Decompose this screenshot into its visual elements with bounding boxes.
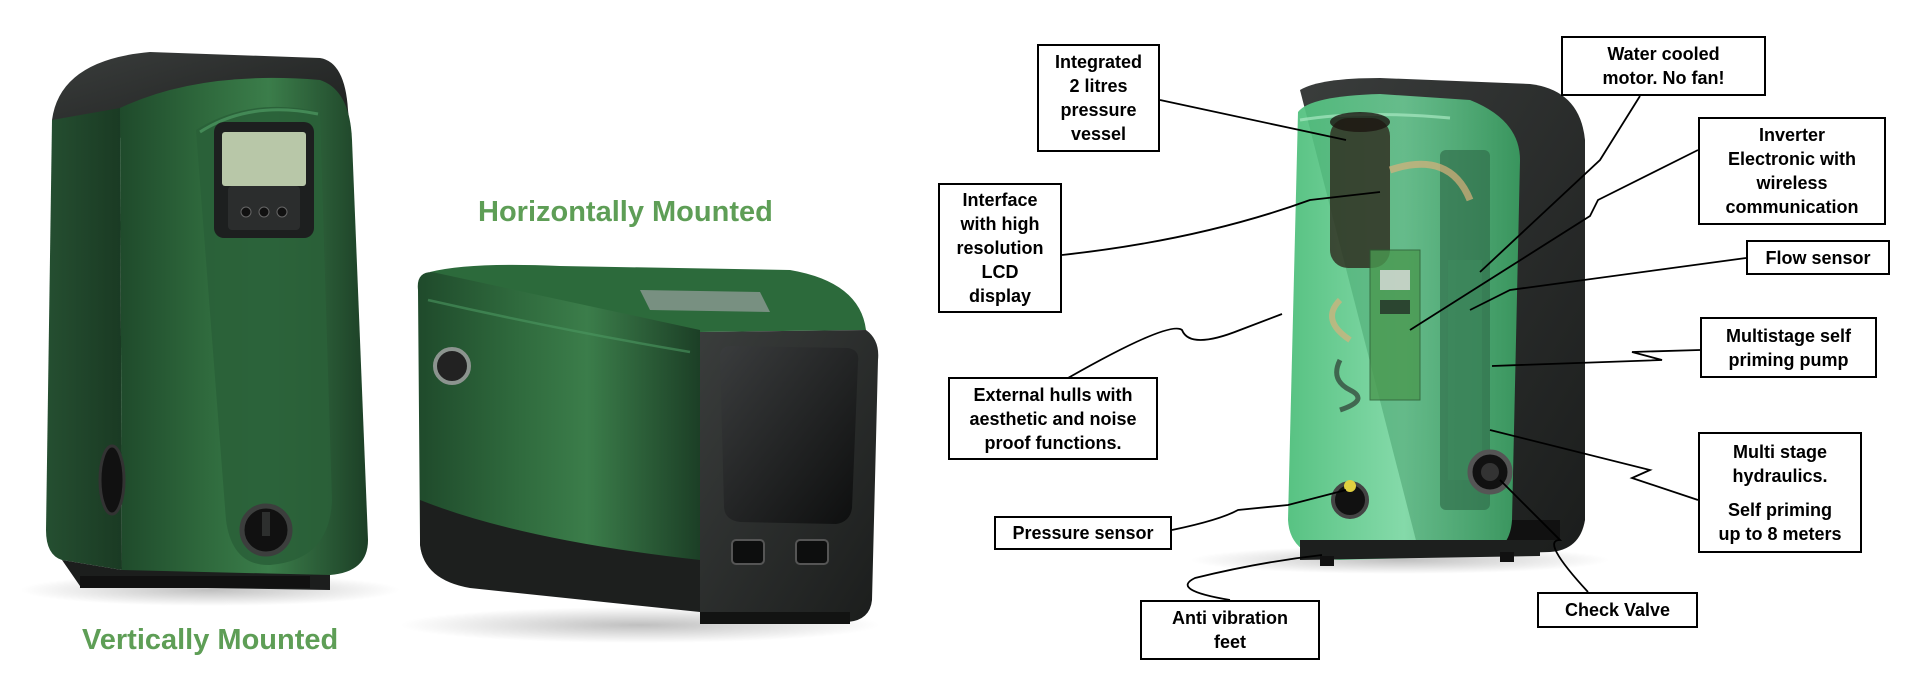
callout-multistage-pump-text: Multistage self priming pump <box>1725 325 1852 370</box>
callout-flow-sensor-text: Flow sensor <box>1765 247 1871 268</box>
callout-pressure-vessel-text: Integrated 2 litres pressure vessel <box>1054 52 1142 144</box>
leader-interface <box>1061 191 1381 256</box>
callout-inverter-electronic: Inverter Electronic with wireless commun… <box>1698 117 1886 225</box>
callout-check-valve-text: Check Valve <box>1564 600 1671 620</box>
leader-flow <box>1469 257 1747 311</box>
callout-flow-sensor: Flow sensor <box>1746 240 1890 275</box>
callout-hydraulics-text: Multi stage hydraulics. <box>1732 441 1828 486</box>
callout-lcd-interface: Interface with high resolution LCD displ… <box>938 183 1062 313</box>
vertically-mounted-label: Vertically Mounted <box>82 624 339 656</box>
vertical-pump-image <box>20 52 400 606</box>
callout-multistage-pump: Multistage self priming pump <box>1700 317 1877 378</box>
callout-external-hulls: External hulls with aesthetic and noise … <box>948 377 1158 460</box>
callout-pressure-vessel: Integrated 2 litres pressure vessel <box>1037 44 1160 152</box>
leader-vessel <box>1159 99 1347 141</box>
leader-water <box>1479 95 1641 273</box>
leader-hydraulics <box>1489 429 1699 501</box>
callout-multi-stage-hydraulics: Multi stage hydraulics. Self priming up … <box>1698 432 1862 553</box>
leader-hulls <box>1067 313 1283 379</box>
callout-anti-vibration-feet-text: Anti vibration feet <box>1172 608 1288 652</box>
callout-lcd-interface-text: Interface with high resolution LCD displ… <box>956 190 1044 306</box>
callout-water-cooled-motor-text: Water cooled motor. No fan! <box>1602 44 1725 88</box>
leader-pressure <box>1171 489 1347 531</box>
leader-feet <box>1186 554 1323 601</box>
callout-check-valve: Check Valve <box>1537 592 1698 628</box>
callout-anti-vibration-feet: Anti vibration feet <box>1140 600 1320 660</box>
callout-external-hulls-text: External hulls with aesthetic and noise … <box>969 384 1137 453</box>
leader-multistage <box>1491 349 1701 367</box>
leader-lines <box>1061 95 1747 601</box>
leader-inverter <box>1409 149 1699 331</box>
horizontal-pump-image <box>400 264 880 643</box>
callout-water-cooled-motor: Water cooled motor. No fan! <box>1561 36 1766 96</box>
horizontally-mounted-label: Horizontally Mounted <box>478 196 773 228</box>
callout-pressure-sensor: Pressure sensor <box>994 516 1172 550</box>
callout-self-priming-text: Self priming up to 8 meters <box>1718 499 1842 544</box>
callout-pressure-sensor-text: Pressure sensor <box>1012 523 1154 543</box>
callout-inverter-electronic-text: Inverter Electronic with wireless commun… <box>1725 125 1859 217</box>
leader-check <box>1499 479 1589 593</box>
